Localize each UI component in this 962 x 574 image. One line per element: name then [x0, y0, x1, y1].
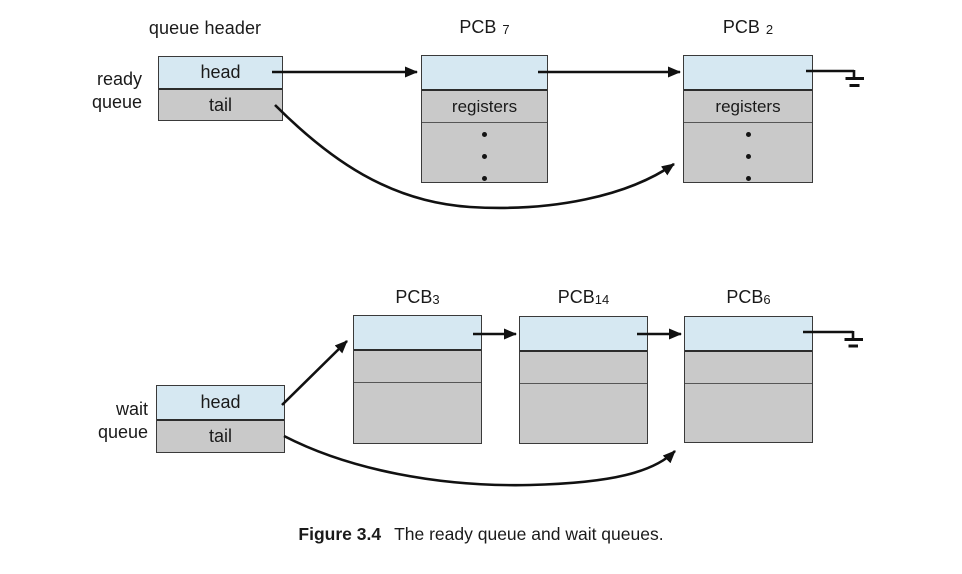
pcb6-box	[684, 316, 813, 443]
pcb6-pointer-cell	[685, 317, 812, 352]
pcb2-title: PCB 2	[683, 17, 813, 38]
pcb7-registers-cell: registers	[422, 91, 547, 122]
pcb6-title-name: PCB	[726, 287, 764, 307]
ellipsis-dot	[745, 154, 751, 159]
ready-queue-side-label-line2: queue	[91, 92, 142, 112]
pcb2-box: registers	[683, 55, 813, 183]
wait-head-label: head	[200, 392, 241, 412]
wait-tail-label: tail	[208, 426, 232, 446]
pcb3-box	[353, 315, 482, 444]
pcb7-pointer-cell	[422, 56, 547, 91]
pcb7-box: registers	[421, 55, 548, 183]
pcb7-title: PCB 7	[421, 17, 548, 38]
pcb6-other-fields-cell	[685, 383, 812, 442]
wait-tail-cell: tail	[157, 421, 284, 452]
wait-head-cell: head	[157, 386, 284, 421]
ready-queue-side-label: ready queue	[40, 68, 142, 114]
pcb14-other-fields-cell	[520, 383, 647, 443]
pcb2-pointer-cell	[684, 56, 812, 91]
pcb7-title-subscript: 7	[502, 22, 510, 37]
pcb2-other-fields-cell	[684, 122, 812, 182]
pcb2-registers-cell: registers	[684, 91, 812, 122]
ellipsis-dot	[745, 176, 751, 181]
ready-tail-label: tail	[208, 94, 232, 115]
pcb7-title-name: PCB	[459, 17, 497, 37]
pcb14-title-subscript: 14	[594, 292, 610, 307]
ellipsis-dot	[482, 176, 487, 181]
pcb3-title-subscript: 3	[432, 292, 440, 307]
pcb2-title-name: PCB	[722, 17, 760, 37]
pcb3-other-fields-cell	[354, 382, 481, 443]
ready-tail-cell: tail	[159, 90, 282, 120]
wait-queue-side-label-line1: wait	[115, 399, 148, 419]
vertical-ellipsis-icon	[482, 123, 487, 181]
figure-caption-number: Figure 3.4	[298, 524, 382, 544]
wait-queue-side-label: wait queue	[46, 398, 148, 444]
null-pointer-icon	[806, 69, 864, 87]
ellipsis-dot	[745, 132, 751, 137]
vertical-ellipsis-icon	[745, 123, 751, 181]
figure-caption: Figure 3.4 The ready queue and wait queue…	[0, 524, 962, 545]
ready-head-cell: head	[159, 57, 282, 90]
ready-head-label: head	[200, 62, 241, 82]
ready-queue-header-box: head tail	[158, 56, 283, 121]
pcb3-field-cell	[354, 351, 481, 382]
pcb14-field-cell	[520, 352, 647, 383]
pcb3-pointer-cell	[354, 316, 481, 351]
pcb14-box	[519, 316, 648, 444]
pcb14-pointer-cell	[520, 317, 647, 352]
pcb3-title-name: PCB	[395, 287, 433, 307]
queue-header-label: queue header	[148, 18, 262, 38]
pcb2-title-subscript: 2	[765, 22, 774, 37]
pcb6-title-subscript: 6	[763, 292, 771, 307]
pcb7-other-fields-cell	[422, 122, 547, 182]
ellipsis-dot	[482, 132, 487, 137]
wait-queue-side-label-line2: queue	[97, 422, 148, 442]
pcb6-field-cell	[685, 352, 812, 383]
ready-queue-side-label-line1: ready	[96, 69, 142, 89]
figure-caption-text: The ready queue and wait queues.	[394, 524, 664, 544]
pcb14-title-name: PCB	[557, 287, 595, 307]
wait-queue-header-box: head tail	[156, 385, 285, 453]
ellipsis-dot	[482, 154, 487, 159]
arrow-wait-head-to-pcb3	[281, 340, 348, 406]
